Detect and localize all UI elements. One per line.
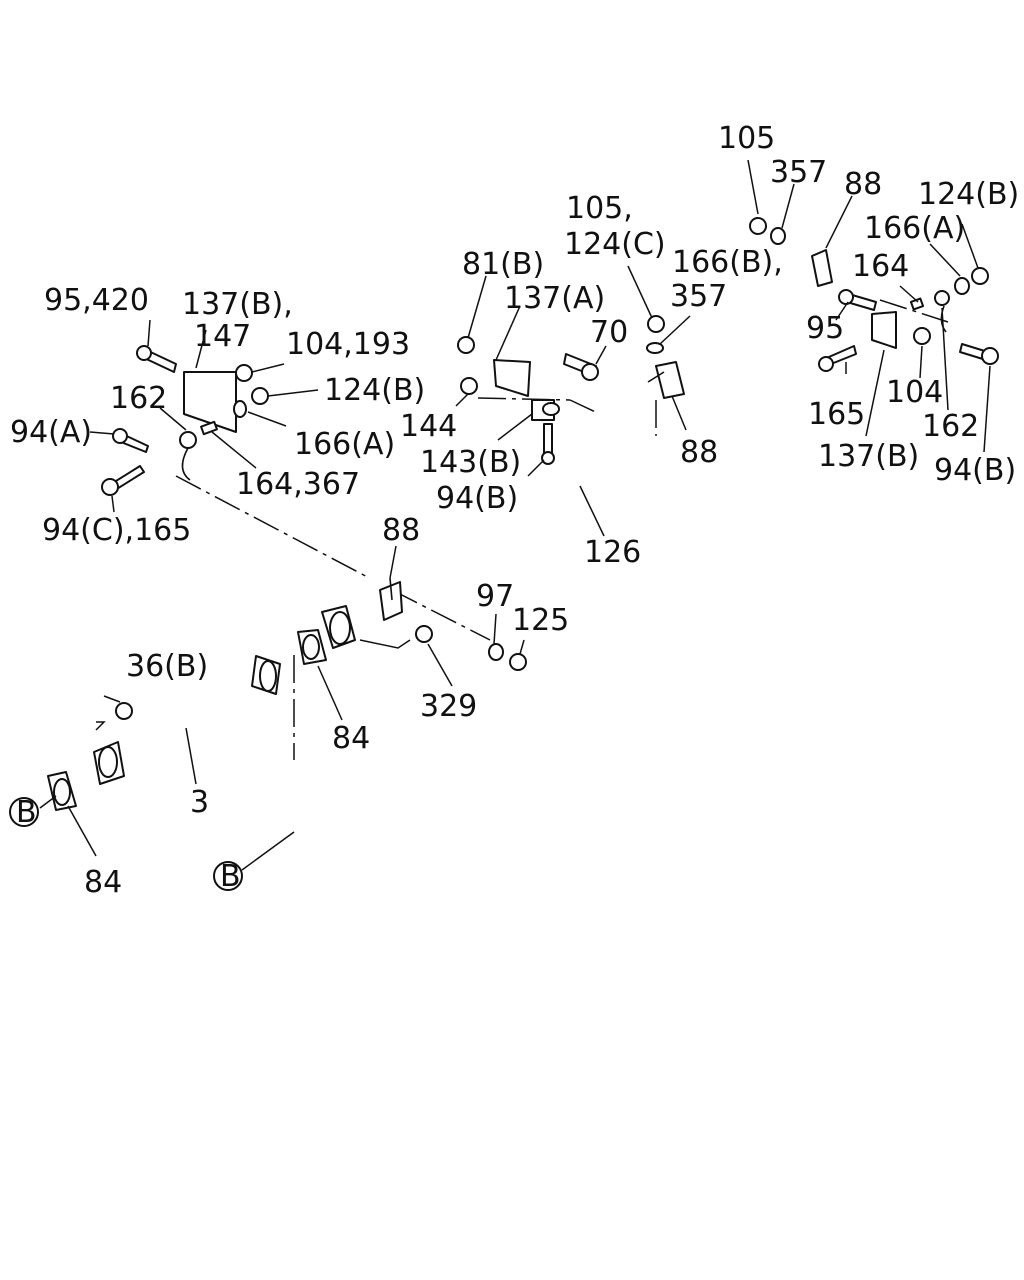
label-94a: 94(A) — [10, 415, 92, 450]
label-124b-upper-right: 124(B) — [918, 177, 1019, 212]
label-105-comma: 105, — [566, 191, 633, 226]
gasket-84-rear — [297, 629, 327, 665]
label-105: 105 — [718, 121, 775, 156]
clamp-88-rear — [811, 249, 833, 287]
label-162-right: 162 — [922, 409, 979, 444]
part-labels: 105 357 88 124(B) 105, 166(A) 124(C) 166… — [10, 121, 1019, 900]
reference-marker-b-bottom — [213, 861, 243, 891]
label-94c-165: 94(C),165 — [42, 513, 191, 548]
label-b-bottom: B — [220, 859, 241, 894]
label-137b-right: 137(B) — [818, 439, 919, 474]
label-104-193: 104,193 — [286, 327, 410, 362]
label-3: 3 — [190, 785, 209, 820]
label-95-420: 95,420 — [44, 283, 149, 318]
label-166a-right: 166(A) — [864, 211, 965, 246]
label-36b: 36(B) — [126, 649, 208, 684]
label-165-right: 165 — [808, 397, 865, 432]
label-b-left: B — [16, 795, 37, 830]
reference-marker-b-left — [9, 797, 39, 827]
label-70: 70 — [590, 315, 628, 350]
clamp-88-mid — [379, 577, 403, 621]
label-126: 126 — [584, 535, 641, 570]
hardware — [101, 217, 999, 720]
label-143b: 143(B) — [420, 445, 521, 480]
label-357-mid: 357 — [670, 279, 727, 314]
label-97: 97 — [476, 579, 514, 614]
label-88-pipe-bend: 88 — [680, 435, 718, 470]
label-137b-left: 137(B), — [182, 287, 293, 322]
front-pipe-3 — [93, 655, 281, 785]
label-125: 125 — [512, 603, 569, 638]
pipe-126-front-flange — [321, 605, 356, 649]
label-84-mid: 84 — [332, 721, 370, 756]
label-104-right: 104 — [886, 375, 943, 410]
label-329: 329 — [420, 689, 477, 724]
label-124c: 124(C) — [564, 227, 666, 262]
label-88-mid: 88 — [382, 513, 420, 548]
label-166a-left: 166(A) — [294, 427, 395, 462]
leader-lines — [39, 159, 991, 871]
label-137a: 137(A) — [504, 281, 605, 316]
label-95-right: 95 — [806, 311, 844, 346]
label-164-367: 164,367 — [236, 467, 360, 502]
clamp-88-upper — [647, 361, 685, 399]
label-144: 144 — [400, 409, 457, 444]
label-164-right: 164 — [852, 249, 909, 284]
gasket-84-front — [47, 771, 77, 811]
label-166b: 166(B), — [672, 245, 783, 280]
label-162-left: 162 — [110, 381, 167, 416]
label-94b-mid: 94(B) — [436, 481, 518, 516]
label-88-upper: 88 — [844, 167, 882, 202]
label-124b-left: 124(B) — [324, 373, 425, 408]
label-81b: 81(B) — [462, 247, 544, 282]
label-94b-right: 94(B) — [934, 453, 1016, 488]
label-147: 147 — [194, 319, 251, 354]
label-357-upper: 357 — [770, 155, 827, 190]
label-84-front: 84 — [84, 865, 122, 900]
